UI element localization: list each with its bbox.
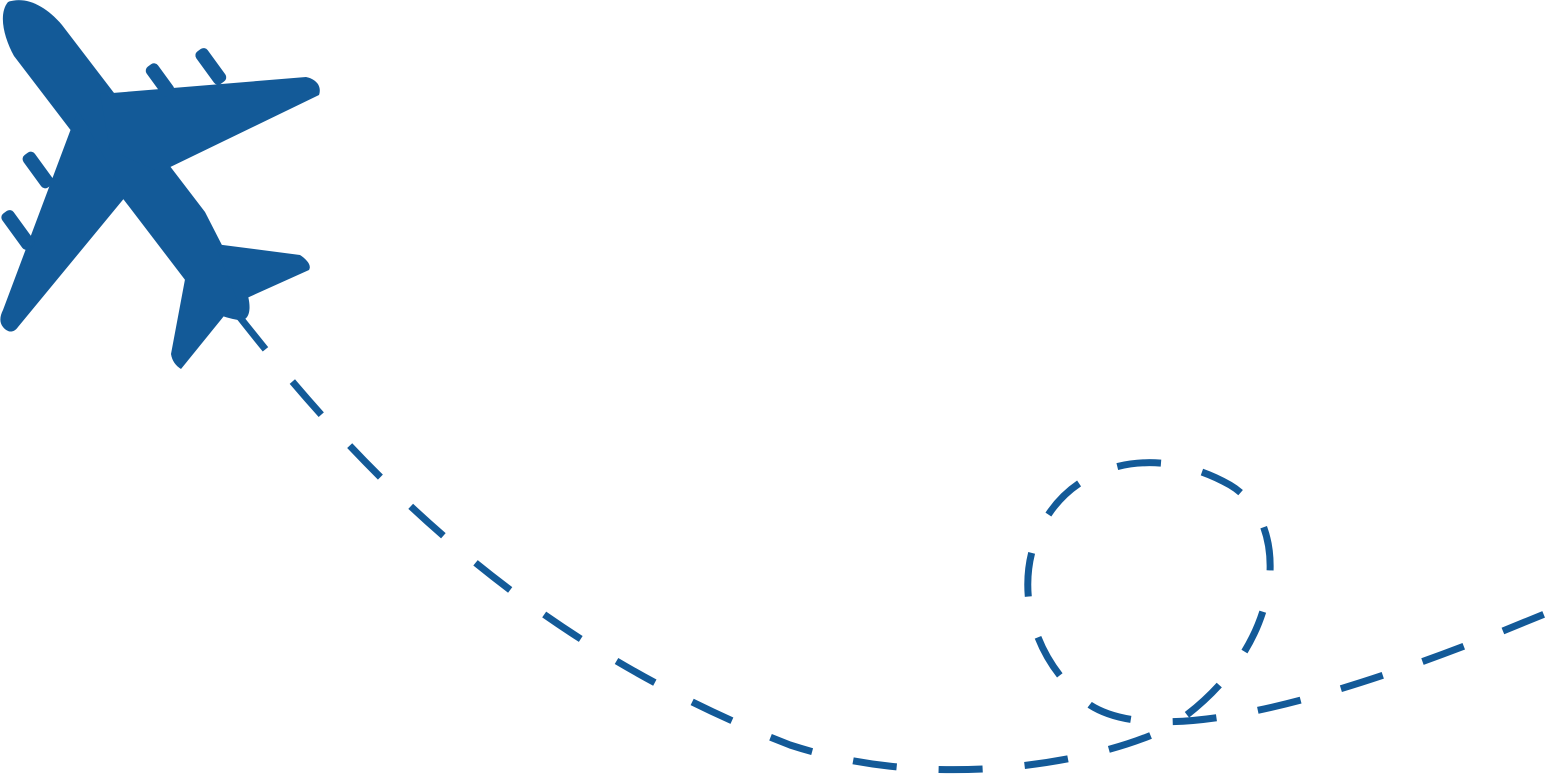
airplane-fuselage	[2, 0, 250, 321]
airplane-engine-1	[195, 48, 227, 85]
airplane-wing-lower	[0, 110, 127, 332]
airplane-engine-2	[145, 63, 175, 97]
airplane-tail-upper	[215, 244, 310, 302]
airplane-icon	[0, 0, 320, 369]
airplane-wing-upper	[100, 77, 320, 172]
airplane-tail-lower	[171, 274, 228, 369]
airplane-engine-3	[22, 151, 54, 189]
airplane-engine-4	[1, 210, 35, 250]
dashed-flight-path	[235, 312, 1554, 774]
